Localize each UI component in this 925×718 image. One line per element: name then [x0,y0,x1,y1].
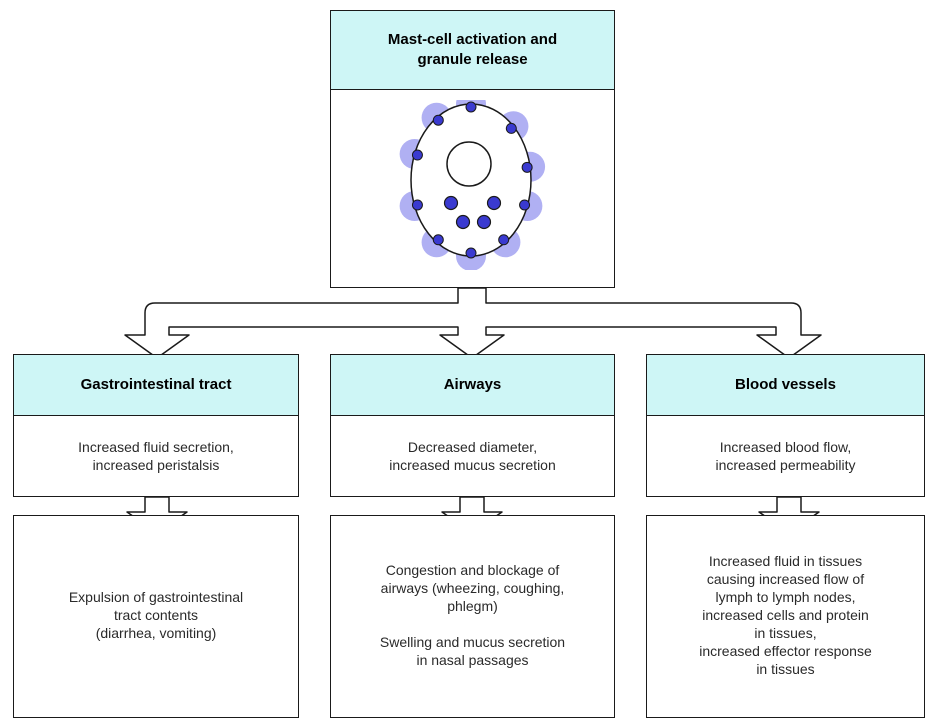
vessels-effect-box [646,415,925,497]
airways-header: Airways [330,354,615,416]
gi-header: Gastrointestinal tract [13,354,299,416]
gi-outcome-box [13,515,299,718]
released-granule [521,161,533,173]
gi-effect-box [13,415,299,497]
airways-effect-box [330,415,615,497]
vessels-outcome-text: Increased fluid in tissues causing incre… [699,553,872,677]
cell-nucleus [446,141,492,187]
vessels-effect-text: Increased blood flow, increased permeabi… [715,439,856,473]
released-granule [411,149,423,161]
released-granule [411,199,423,211]
internal-granule [486,195,502,211]
mast-cell-icon [399,100,546,270]
airways-outcome-box [330,515,615,718]
internal-granule [476,214,492,230]
mast-cell-header: Mast-cell activation and granule release [330,10,615,90]
released-granule [432,234,444,246]
released-granule [432,114,444,126]
branch-arrow [124,287,822,359]
released-granule [498,234,510,246]
airways-outcome-text: Congestion and blockage of airways (whee… [379,562,566,668]
internal-granule [443,195,459,211]
gi-outcome-text: Expulsion of gastrointestinal tract cont… [68,589,244,641]
released-granule [519,199,531,211]
vessels-outcome-box [646,515,925,718]
gi-effect-text: Increased fluid secretion, increased per… [78,439,234,473]
vessels-header: Blood vessels [646,354,925,416]
released-granule [465,247,477,259]
released-granule [505,122,517,134]
internal-granule [455,214,471,230]
airways-effect-text: Decreased diameter, increased mucus secr… [389,439,556,473]
released-granule [465,101,477,113]
